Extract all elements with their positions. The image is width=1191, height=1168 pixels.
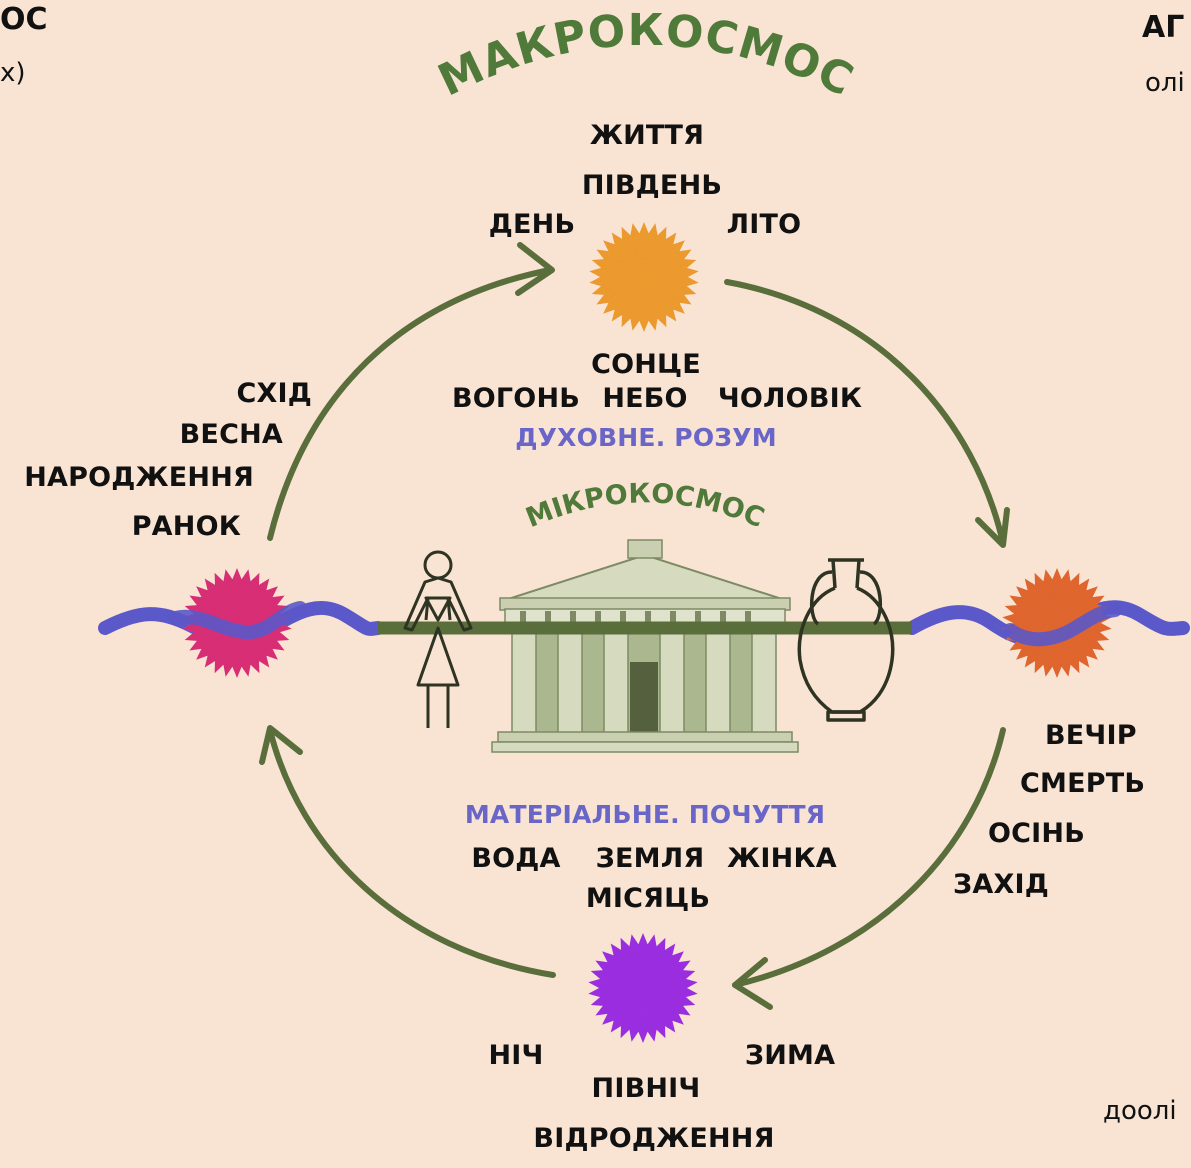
microcosm-title: МІКРОКОСМОС (522, 478, 769, 534)
label-spiritual: ДУХОВНЕ. РОЗУМ (515, 423, 777, 452)
corner-top-right-title: АГ (1142, 10, 1185, 45)
label-sky: НЕБО (602, 383, 688, 414)
label-birth: НАРОДЖЕННЯ (24, 462, 254, 493)
night-sun-icon (588, 933, 698, 1043)
arrow-north-to-east-head (259, 725, 303, 765)
greek-temple-icon (491, 539, 799, 753)
label-night: НІЧ (488, 1040, 544, 1071)
label-summer: ЛІТО (726, 209, 802, 240)
human-figure-icon (403, 550, 473, 728)
label-life: ЖИТТЯ (589, 120, 705, 151)
corner-bottom-right: доолі (1103, 1096, 1177, 1126)
sun-icon (589, 222, 699, 332)
label-east: СХІД (236, 378, 312, 409)
corner-top-right-sub: олі (1145, 68, 1185, 98)
dusk-sun-icon (1002, 568, 1112, 678)
label-water: ВОДА (471, 843, 561, 874)
corner-top-left-title: ОС (0, 2, 48, 37)
arrow-east-to-south (267, 267, 553, 541)
label-south: ПІВДЕНЬ (581, 170, 723, 201)
label-earth: ЗЕМЛЯ (595, 843, 705, 874)
label-north: ПІВНІЧ (591, 1073, 701, 1104)
label-moon: МІСЯЦЬ (585, 883, 711, 914)
horizon-wave-right-overlay (1003, 603, 1122, 647)
arrow-north-to-east (267, 727, 556, 978)
label-rebirth: ВІДРОДЖЕННЯ (533, 1123, 775, 1154)
label-woman: ЖІНКА (727, 843, 837, 874)
label-fire: ВОГОНЬ (451, 383, 581, 414)
label-autumn: ОСІНЬ (988, 818, 1085, 849)
dawn-sun-icon (182, 568, 292, 678)
label-spring: ВЕСНА (179, 419, 283, 450)
corner-top-left-sub: х) (0, 58, 26, 88)
arrow-west-to-north-head (732, 957, 773, 1010)
amphora-icon (797, 558, 895, 722)
arrow-south-to-west-head (975, 507, 1010, 548)
label-west: ЗАХІД (953, 869, 1049, 900)
arrow-south-to-west (724, 279, 1006, 546)
arrow-east-to-south-head (515, 242, 555, 296)
label-man: ЧОЛОВІК (717, 383, 863, 414)
arrow-west-to-north (732, 727, 1006, 988)
macrocosm-title: МАКРОКОСМОС (431, 5, 862, 107)
label-evening: ВЕЧІР (1045, 720, 1137, 751)
label-sun: СОНЦЕ (591, 349, 701, 380)
horizon-wave-left-overlay (168, 601, 307, 640)
label-material: МАТЕРІАЛЬНЕ. ПОЧУТТЯ (464, 800, 826, 829)
label-morning: РАНОК (131, 511, 241, 542)
label-day: ДЕНЬ (488, 209, 576, 240)
cycle-arrows (259, 242, 1010, 1010)
label-winter: ЗИМА (744, 1040, 836, 1071)
label-death: СМЕРТЬ (1020, 768, 1146, 799)
